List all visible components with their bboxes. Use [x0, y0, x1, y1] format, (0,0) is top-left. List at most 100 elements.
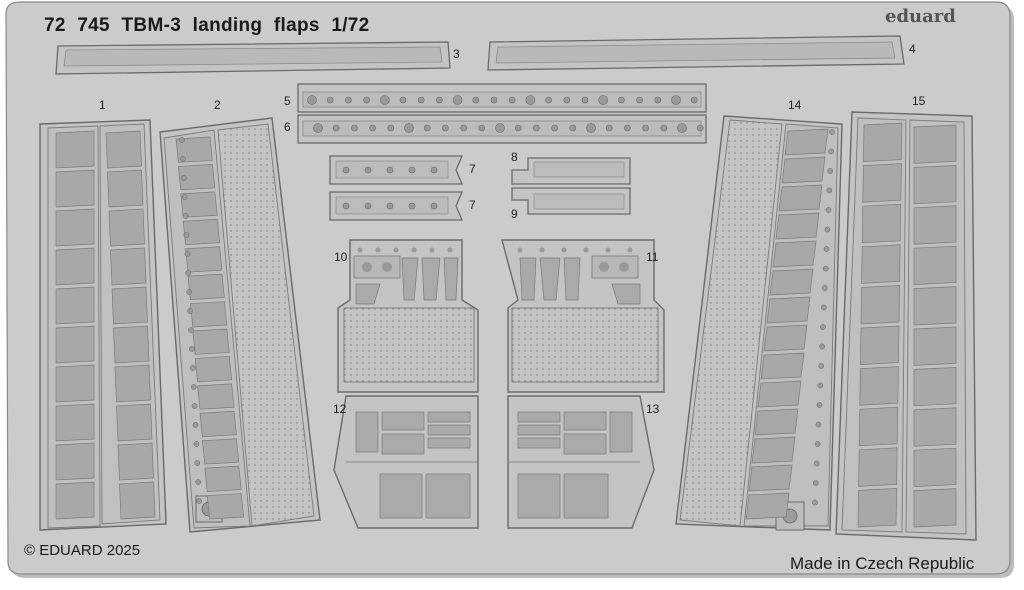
rivet-hole — [605, 247, 611, 253]
lightening-panel — [862, 163, 902, 203]
rivet-hole — [825, 207, 832, 213]
rivet-hole — [442, 124, 449, 132]
part-11 — [501, 239, 665, 393]
rivet-hole — [387, 124, 395, 132]
rivet-hole — [179, 137, 185, 143]
rivet-hole — [189, 365, 196, 371]
rivet-hole — [517, 247, 523, 253]
part-12 — [333, 395, 479, 529]
rivet-hole — [583, 247, 589, 253]
rivet-hole — [642, 124, 649, 132]
lightening-panel — [204, 465, 242, 492]
rivet-hole — [618, 96, 625, 104]
rivet-hole — [364, 166, 372, 174]
rivet-hole — [345, 96, 352, 104]
lightening-panel — [748, 464, 793, 492]
rivet-hole — [357, 247, 363, 253]
lightening-panel — [913, 124, 957, 164]
rivet-hole — [812, 499, 818, 506]
rivet-hole — [351, 124, 358, 132]
rivet-hole — [180, 156, 186, 162]
lightening-panel — [769, 268, 814, 296]
lightening-panel — [860, 325, 900, 365]
lightening-panel — [772, 240, 817, 268]
rivet-hole — [819, 343, 825, 350]
sheet-name: TBM-3 — [121, 15, 182, 36]
lightening-panel — [861, 203, 902, 244]
part-2-cells — [175, 136, 244, 520]
rivet-hole — [184, 251, 191, 257]
lightening-panel — [863, 122, 903, 162]
rivet-hole — [820, 324, 826, 330]
origin-text: Made in Czech Republic — [790, 554, 975, 573]
rivet-hole — [525, 95, 536, 105]
part-number-1: 1 — [99, 98, 106, 112]
lightening-panel — [119, 481, 156, 520]
rivet-hole — [495, 123, 505, 133]
lightening-panel — [199, 410, 237, 438]
rivet-hole — [180, 175, 187, 181]
part-number-14: 14 — [788, 98, 802, 112]
part-number-12: 12 — [333, 402, 347, 416]
rivet-hole — [824, 226, 831, 233]
part-number-3: 3 — [453, 47, 460, 61]
rivet-hole — [430, 166, 438, 174]
lightening-panel — [784, 128, 829, 156]
lightening-panel — [55, 442, 95, 481]
rivet-hole — [185, 270, 192, 276]
part-number-10: 10 — [334, 250, 348, 264]
lightening-panel — [913, 488, 957, 528]
lightening-panel — [55, 247, 95, 286]
part-14-cells — [745, 128, 835, 520]
lightening-panel — [760, 352, 805, 380]
rivet-hole — [430, 202, 438, 210]
lightening-panel — [116, 403, 153, 442]
rivet-hole — [342, 166, 350, 174]
lightening-panel — [192, 328, 230, 355]
rivet-hole — [375, 247, 381, 253]
sheet-code: 72 745 — [44, 15, 110, 36]
rivet-hole — [399, 96, 407, 104]
rivet-hole — [196, 498, 202, 504]
lightening-panel — [190, 301, 228, 328]
lightening-panel — [913, 326, 957, 366]
brand-logo: eduard — [885, 6, 956, 27]
rivet-hole — [307, 95, 317, 105]
sheet-title: 72 745 TBM-3 landing flaps 1/72 — [44, 15, 370, 37]
rivet-hole — [545, 96, 552, 104]
lightening-panel — [913, 165, 957, 205]
lightening-panel — [55, 403, 95, 442]
rivet-hole — [188, 327, 194, 333]
lightening-panel — [55, 364, 95, 403]
rivet-hole — [386, 202, 394, 210]
lightening-panel — [913, 367, 957, 407]
part-number-9: 9 — [511, 207, 518, 221]
lightening-panel — [187, 273, 225, 300]
lightening-panel — [913, 205, 957, 245]
lightening-panel — [858, 406, 899, 447]
part-5 — [297, 83, 707, 113]
rivet-hole — [551, 124, 558, 132]
part-8 — [511, 157, 631, 185]
rivet-hole — [826, 187, 833, 194]
lightening-panel — [754, 408, 799, 436]
rivet-hole — [690, 96, 698, 104]
lightening-panel — [55, 325, 95, 364]
lightening-panel — [178, 164, 216, 191]
rivet-hole — [195, 479, 202, 485]
rivet-hole — [369, 124, 376, 132]
sheet-scale: 1/72 — [331, 15, 370, 36]
lightening-panel — [861, 244, 901, 284]
rivet-hole — [636, 96, 643, 104]
rivet-hole — [827, 168, 834, 174]
part-7-lower — [329, 191, 463, 221]
rivet-hole — [190, 384, 197, 390]
lightening-panel — [180, 191, 218, 218]
lightening-panel — [108, 208, 145, 247]
rivet-hole — [187, 308, 193, 314]
rivet-hole — [182, 213, 189, 219]
lightening-panel — [117, 442, 154, 481]
rivet-hole — [186, 289, 193, 295]
rivet-hole — [189, 346, 195, 352]
